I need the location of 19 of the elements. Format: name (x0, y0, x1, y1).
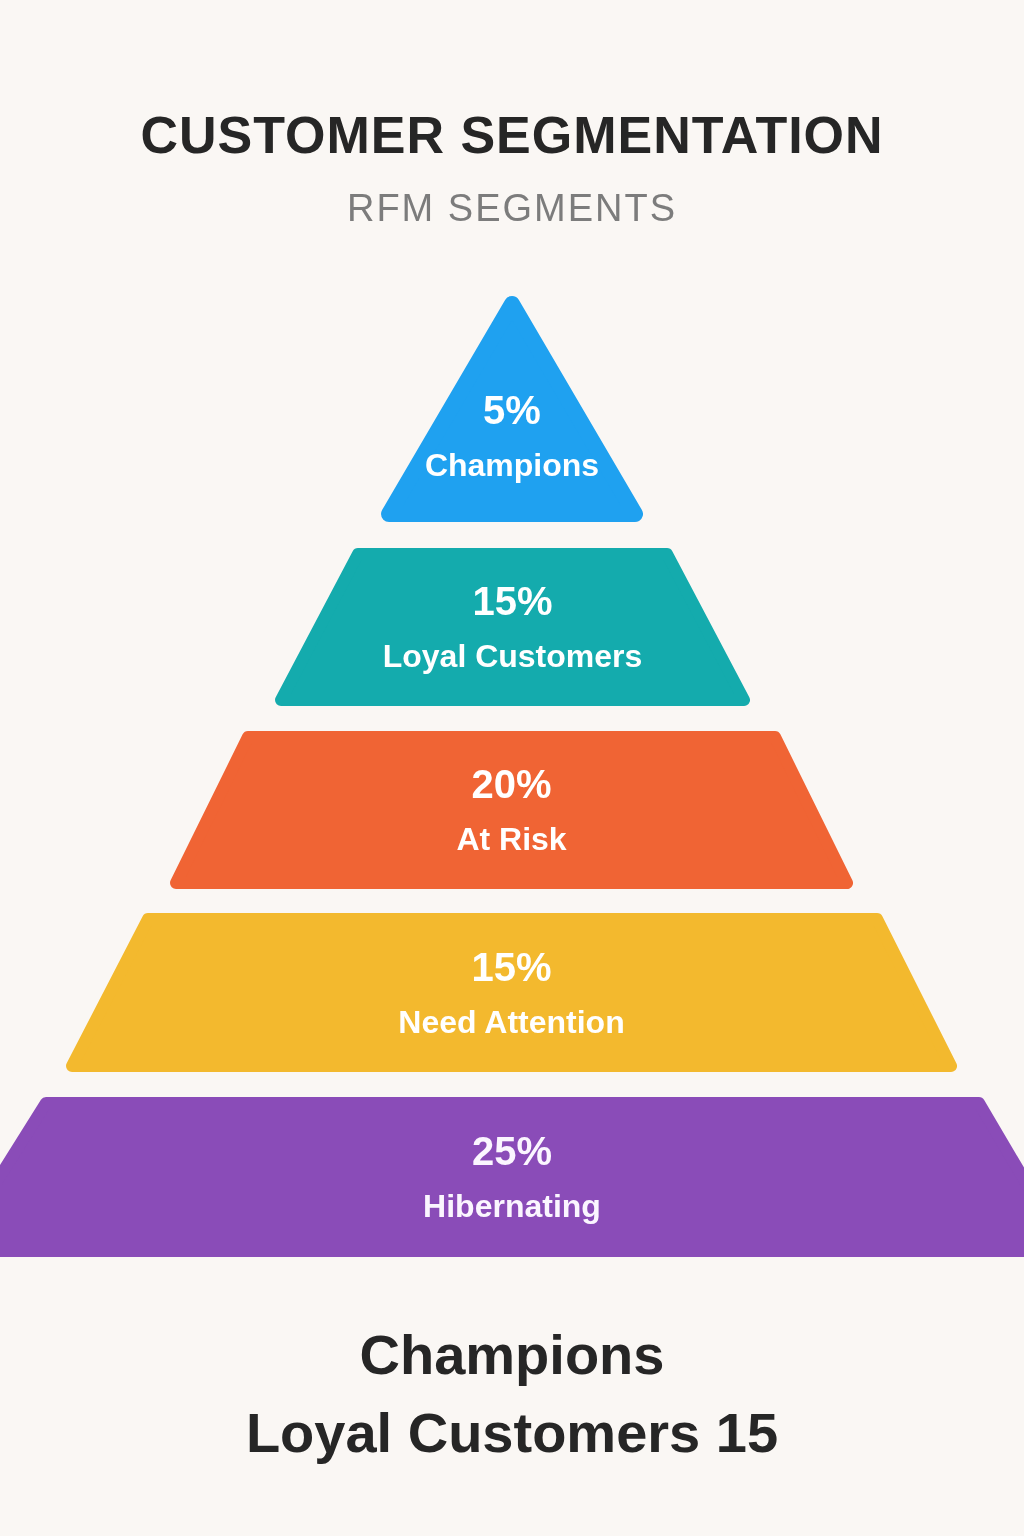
subtitle: RFM SEGMENTS (346, 186, 678, 231)
pyramid-tier (381, 295, 643, 522)
pyramid-tier (170, 731, 853, 889)
summary-text: Loyal Customers 15 (245, 1400, 779, 1466)
segment-name: At Risk (456, 820, 567, 859)
percentage-value: 15% (471, 943, 552, 990)
summary-text: Champions (359, 1322, 665, 1388)
percentage-value: 25% (471, 1128, 553, 1174)
segment-name: Champions (424, 446, 600, 485)
percentage-value: 20% (471, 761, 552, 807)
percentage-value: 5% (483, 387, 541, 433)
segment-name: Need Attention (398, 1002, 625, 1042)
pyramid-tier (275, 548, 750, 706)
diagram-title: CUSTOMER SEGMENTATION (140, 105, 884, 166)
percentage-value: 15% (472, 578, 553, 624)
pyramid-tier (66, 913, 957, 1072)
pyramid-tier (0, 1097, 1024, 1257)
segment-name: Loyal Customers (382, 637, 643, 676)
segment-name: Hibernating (423, 1187, 601, 1226)
